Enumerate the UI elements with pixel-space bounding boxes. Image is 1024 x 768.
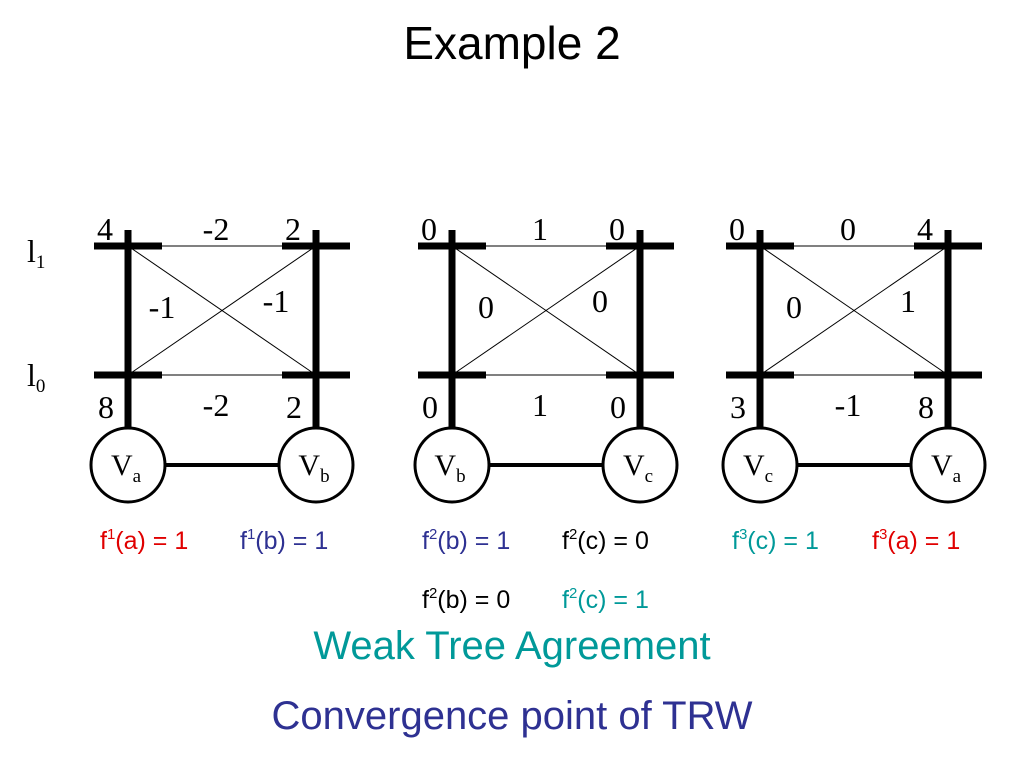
equation: f2(c) = 1 [562,585,649,614]
caption-weak-tree-agreement: Weak Tree Agreement [313,624,711,668]
node-label: Va [931,449,962,487]
unary-bottom-left: 3 [730,389,746,425]
equation: f2(b) = 0 [422,585,510,614]
equation: f3(a) = 1 [872,526,960,555]
equation: f1(a) = 1 [100,526,188,555]
pairwise-diag-right: -1 [263,283,290,319]
pairwise-bottom: 1 [532,387,548,423]
panel-3: Vc Va 0 4 3 8 0 -1 0 1 f3(c) = 1 f3(a) = 1 [721,211,987,555]
unary-top-left: 0 [421,211,437,247]
unary-top-right: 4 [917,211,933,247]
unary-bottom-left: 0 [422,389,438,425]
edge-diag-up [451,245,641,376]
unary-top-left: 0 [729,211,745,247]
pairwise-top: 0 [840,211,856,247]
unary-top-left: 4 [97,211,113,247]
node-label: Vb [298,449,329,487]
caption-convergence-point: Convergence point of TRW [271,694,753,738]
pairwise-diag-left: -1 [149,289,176,325]
unary-bottom-right: 0 [610,389,626,425]
edge-diag-up [759,245,949,376]
edge-diag-up [127,245,317,376]
node-label: Vc [623,449,653,487]
unary-bottom-right: 8 [918,389,934,425]
pairwise-diag-right: 1 [900,283,916,319]
pairwise-diag-right: 0 [592,283,608,319]
panel-1: Va Vb 4 2 8 2 -2 -2 -1 -1 f1(a) = 1 f1(b) = 1 [89,211,355,555]
page-title: Example 2 [403,17,621,69]
node-label: Vc [743,449,773,487]
node-circle [909,426,987,504]
unary-bottom-right: 2 [286,389,302,425]
unary-top-right: 2 [285,211,301,247]
node-label: Vb [434,449,465,487]
pairwise-diag-left: 0 [478,289,494,325]
pairwise-bottom: -2 [203,387,230,423]
pairwise-diag-left: 0 [786,289,802,325]
equation: f2(c) = 0 [562,526,649,555]
equation: f2(b) = 1 [422,526,510,555]
row-label-l0: l0 [27,357,45,397]
node-label: Va [111,449,142,487]
pairwise-top: -2 [203,211,230,247]
node-circle [277,426,355,504]
unary-top-right: 0 [609,211,625,247]
unary-bottom-left: 8 [98,389,114,425]
pairwise-top: 1 [532,211,548,247]
equation: f1(b) = 1 [240,526,328,555]
node-circle [89,426,167,504]
node-circle [413,426,491,504]
node-circle [721,426,799,504]
equation: f3(c) = 1 [732,526,819,555]
pairwise-bottom: -1 [835,387,862,423]
node-circle [601,426,679,504]
row-label-l1: l1 [27,233,45,273]
